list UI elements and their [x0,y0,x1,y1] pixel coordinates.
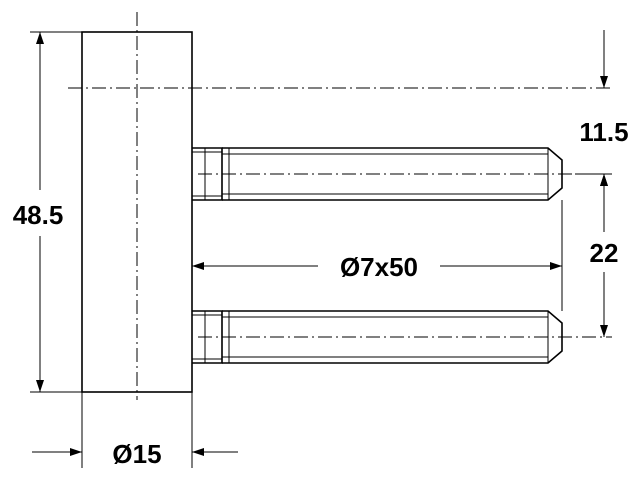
diameter-label: Ø15 [112,439,161,469]
pin-spacing-label: 22 [590,238,619,268]
diameter-dimension: Ø15 [32,392,238,469]
pin-length-dimension: Ø7x50 [192,200,563,311]
lower-pin [192,310,612,364]
top-offset-label: 11.5 [579,117,628,147]
pin-spacing-dimension: 22 [590,174,619,337]
top-offset-dimension: 11.5 [579,30,629,188]
upper-pin [192,147,575,201]
hinge-body [81,31,193,393]
height-dimension: 48.5 [13,31,82,393]
height-label: 48.5 [13,200,64,230]
pin-spec-label: Ø7x50 [340,252,418,282]
